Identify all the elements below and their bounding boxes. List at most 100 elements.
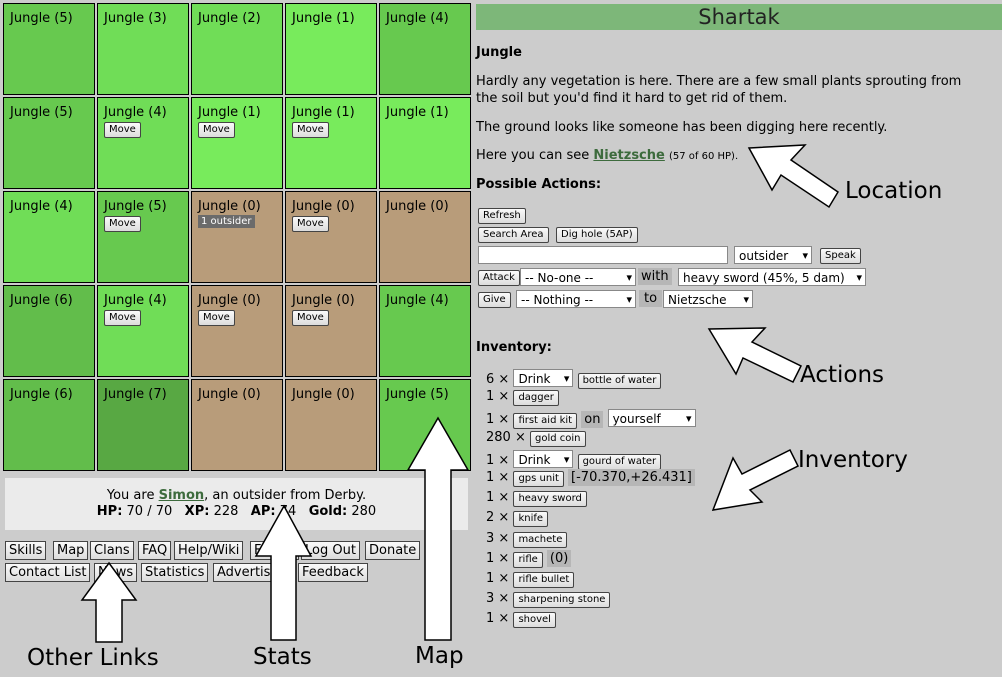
gold-label: Gold: xyxy=(308,504,348,519)
map-cell-label: Jungle (5) xyxy=(104,199,167,214)
skills-link[interactable]: Skills xyxy=(5,541,47,560)
item-button[interactable]: heavy sword xyxy=(513,491,587,508)
item-button[interactable]: sharpening stone xyxy=(513,592,611,609)
weapon-select[interactable]: heavy sword (45%, 5 dam) xyxy=(678,268,866,287)
item-button[interactable]: rifle bullet xyxy=(513,572,575,588)
item-action-select[interactable]: Drink xyxy=(513,369,574,388)
give-item-select[interactable]: -- Nothing -- xyxy=(516,290,636,309)
nietzsche-link[interactable]: Nietzsche xyxy=(593,148,665,163)
give-button[interactable]: Give xyxy=(478,292,511,308)
item-button[interactable]: shovel xyxy=(513,612,556,629)
map-cell: Jungle (5) xyxy=(3,3,95,95)
item-quantity: 2 × xyxy=(486,510,510,526)
map-cell: Jungle (4) Move xyxy=(97,285,189,377)
item-button[interactable]: first aid kit xyxy=(513,413,578,430)
attack-target-select[interactable]: -- No-one -- xyxy=(520,268,636,287)
search-area-button[interactable]: Search Area xyxy=(478,227,549,243)
inventory-item: 1 × rifle (0) xyxy=(486,549,572,568)
inventory-item: 1 × Drink gourd of water xyxy=(486,449,662,470)
inventory-arrow xyxy=(711,448,800,511)
item-action-select[interactable]: Drink xyxy=(513,449,574,469)
location-annotation: Location xyxy=(845,178,943,204)
speak-input[interactable] xyxy=(478,246,728,264)
you-are-text: You are xyxy=(106,488,155,503)
move-button[interactable]: Move xyxy=(292,310,329,326)
hp-label: HP: xyxy=(96,504,123,519)
advertise-link[interactable]: Advertise xyxy=(213,563,283,582)
possible-actions-heading: Possible Actions: xyxy=(476,177,602,192)
logout-link[interactable]: Log Out xyxy=(301,541,360,560)
map-cell-label: Jungle (4) xyxy=(104,293,167,308)
dig-hole-button[interactable]: Dig hole (5AP) xyxy=(556,227,638,243)
map-cell: Jungle (1)Move xyxy=(191,97,283,189)
character-name-link[interactable]: Simon xyxy=(158,488,205,503)
item-quantity: 1 × xyxy=(486,550,510,566)
location-arrow xyxy=(747,144,840,209)
map-link[interactable]: Map xyxy=(53,541,89,560)
give-target-select[interactable]: Nietzsche xyxy=(663,290,753,309)
item-quantity: 6 × xyxy=(486,372,510,387)
refresh-button[interactable]: Refresh xyxy=(478,208,526,224)
donate-link[interactable]: Donate xyxy=(365,541,421,560)
move-button[interactable]: Move xyxy=(292,122,329,138)
item-button[interactable]: knife xyxy=(513,511,549,528)
move-button[interactable]: Move xyxy=(198,122,235,138)
inventory-item: 3 × sharpening stone xyxy=(486,591,611,609)
map-cell-label: Jungle (0) xyxy=(292,293,355,308)
speak-target-select[interactable]: outsider xyxy=(734,246,812,265)
outsider-count: 1 outsider xyxy=(198,215,255,228)
map-arrow xyxy=(406,416,470,641)
move-button[interactable]: Move xyxy=(104,216,141,232)
map-cell: Jungle (1) xyxy=(285,3,377,95)
map-cell-label: Jungle (4) xyxy=(10,199,73,214)
map-cell: Jungle (0) xyxy=(285,379,377,471)
map-cell: Jungle (2) xyxy=(191,3,283,95)
map-cell-label: Jungle (0) xyxy=(198,199,261,214)
speak-button[interactable]: Speak xyxy=(820,248,861,264)
stats-arrow xyxy=(254,504,313,641)
faq-link[interactable]: FAQ xyxy=(138,541,172,560)
item-quantity: 1 × xyxy=(486,490,510,506)
hp-value: 70 / 70 xyxy=(126,504,173,519)
item-button[interactable]: gold coin xyxy=(529,430,586,447)
map-cell: Jungle (7) xyxy=(97,379,189,471)
item-button[interactable]: gps unit xyxy=(513,471,564,487)
map-cell-label: Jungle (4) xyxy=(386,11,449,26)
map-cell-label: Jungle (7) xyxy=(104,387,167,402)
help-wiki-link[interactable]: Help/Wiki xyxy=(174,541,244,560)
map-cell: Jungle (0)Move xyxy=(285,191,377,283)
map-cell: Jungle (0) xyxy=(191,379,283,471)
move-button[interactable]: Move xyxy=(292,216,329,232)
move-button[interactable]: Move xyxy=(104,310,141,326)
item-target-select[interactable]: yourself xyxy=(607,409,696,428)
map-cell-label: Jungle (0) xyxy=(198,293,261,308)
map-cell-label: Jungle (0) xyxy=(386,199,449,214)
item-quantity: 3 × xyxy=(486,530,510,546)
map-cell-label: Jungle (4) xyxy=(386,293,449,308)
move-button[interactable]: Move xyxy=(198,310,235,326)
map-cell-label: Jungle (1) xyxy=(292,105,355,120)
move-button[interactable]: Move xyxy=(104,122,141,138)
item-button[interactable]: bottle of water xyxy=(577,373,662,389)
item-button[interactable]: dagger xyxy=(513,390,559,407)
item-button[interactable]: rifle xyxy=(513,551,543,568)
game-title: Shartak xyxy=(476,4,1002,30)
inventory-item: 1 × gps unit [-70.370,+26.431] xyxy=(486,469,695,487)
xp-value: 228 xyxy=(213,504,239,519)
clans-link[interactable]: Clans xyxy=(90,541,134,560)
map-cell-label: Jungle (0) xyxy=(198,387,261,402)
map-cell-label: Jungle (5) xyxy=(386,387,449,402)
other-links-arrow xyxy=(80,561,138,643)
feedback-link[interactable]: Feedback xyxy=(298,563,368,582)
character-origin: , an outsider from Derby. xyxy=(204,488,367,503)
inventory-item: 6 × Drink bottle of water xyxy=(486,369,662,389)
inventory-item: 1 × shovel xyxy=(486,611,556,629)
map-cell: Jungle (5) Move xyxy=(97,191,189,283)
contact-list-link[interactable]: Contact List xyxy=(5,563,91,582)
map-cell: Jungle (0)1 outsider xyxy=(191,191,283,283)
item-button[interactable]: machete xyxy=(513,531,568,548)
xp-label: XP: xyxy=(184,504,210,519)
statistics-link[interactable]: Statistics xyxy=(141,563,209,582)
inventory-item: 1 × rifle bullet xyxy=(486,571,575,588)
map-cell-label: Jungle (4) xyxy=(104,105,167,120)
